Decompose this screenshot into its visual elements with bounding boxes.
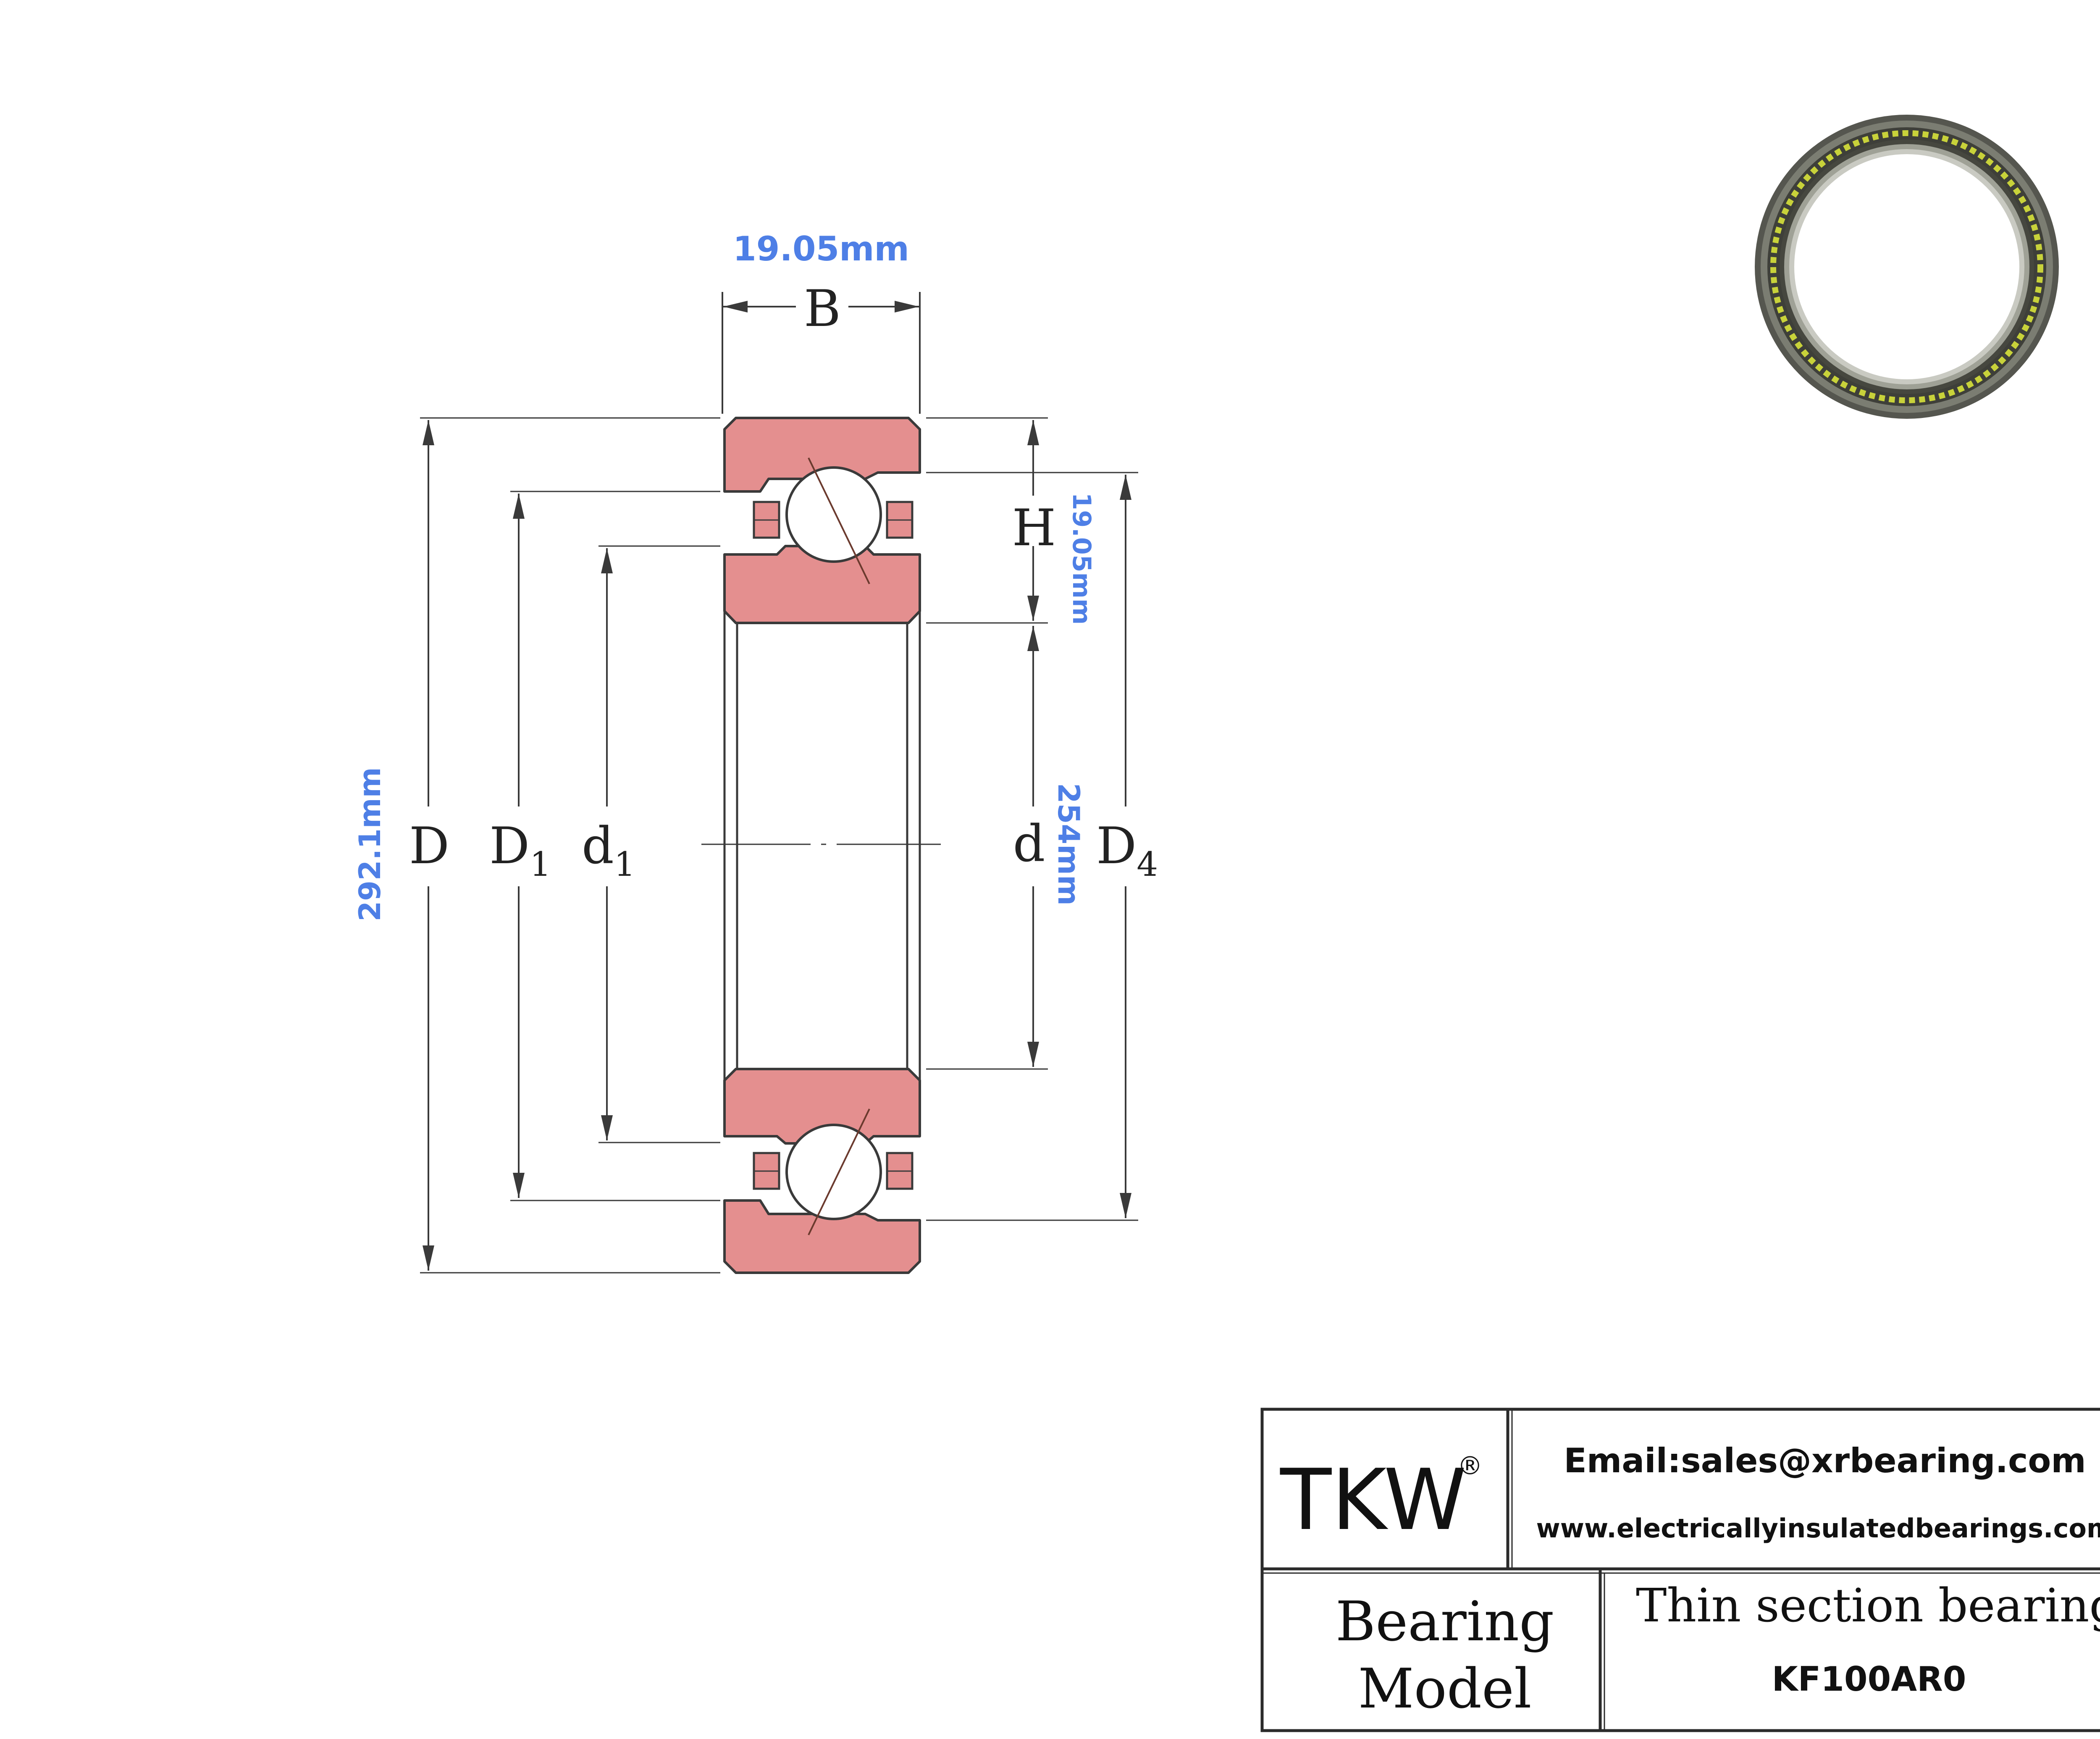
ball-lower bbox=[785, 1124, 882, 1220]
label-h: H bbox=[1012, 499, 1056, 557]
contact-angle-lower bbox=[808, 1109, 870, 1235]
bore-walls bbox=[723, 596, 921, 1092]
ball-upper bbox=[785, 466, 882, 563]
website-text: www.electricallyinsulatedbearings.com bbox=[1536, 1513, 2100, 1544]
label-d-bore: d bbox=[1013, 815, 1045, 873]
label-d4: D4 bbox=[1096, 817, 1158, 884]
model-label: Model bbox=[1358, 1657, 1531, 1721]
dimension-width-label: 19.05mm bbox=[733, 229, 909, 268]
extension-lines bbox=[420, 417, 1138, 1274]
dimension-b-arrows bbox=[723, 301, 919, 313]
lower-cross-section bbox=[723, 1068, 921, 1274]
dimension-outer-diameter-label: 292.1mm bbox=[353, 767, 387, 921]
upper-cross-section bbox=[723, 417, 921, 624]
contact-angle-upper bbox=[808, 457, 870, 584]
email-text: Email:sales@xrbearing.com bbox=[1564, 1441, 2086, 1480]
dimension-arrows-vertical bbox=[423, 420, 1131, 1271]
label-d-outer: D bbox=[409, 817, 449, 875]
inner-ring-upper bbox=[723, 545, 921, 624]
dimension-height-label: 19.05mm bbox=[1067, 493, 1096, 625]
label-b: B bbox=[804, 280, 841, 338]
ball-track bbox=[1770, 130, 2043, 403]
bearing-type-value: Thin section bearing bbox=[1636, 1579, 2100, 1632]
title-block bbox=[1260, 1408, 2100, 1732]
label-d1-outer: D1 bbox=[489, 817, 551, 884]
brand-logo: TKW bbox=[1280, 1451, 1467, 1549]
label-d1-inner: d1 bbox=[582, 817, 635, 884]
bearing-label: Bearing bbox=[1336, 1589, 1554, 1653]
registered-mark: ® bbox=[1457, 1451, 1483, 1481]
bearing-photo bbox=[1755, 115, 2059, 419]
title-block-inner-lines bbox=[1262, 1409, 2100, 1731]
dimension-bore-label: 254mm bbox=[1051, 783, 1086, 906]
dimension-lines-vertical bbox=[428, 420, 1126, 1271]
outer-ring-lower bbox=[723, 1199, 921, 1274]
model-number-value: KF100AR0 bbox=[1772, 1660, 1966, 1699]
